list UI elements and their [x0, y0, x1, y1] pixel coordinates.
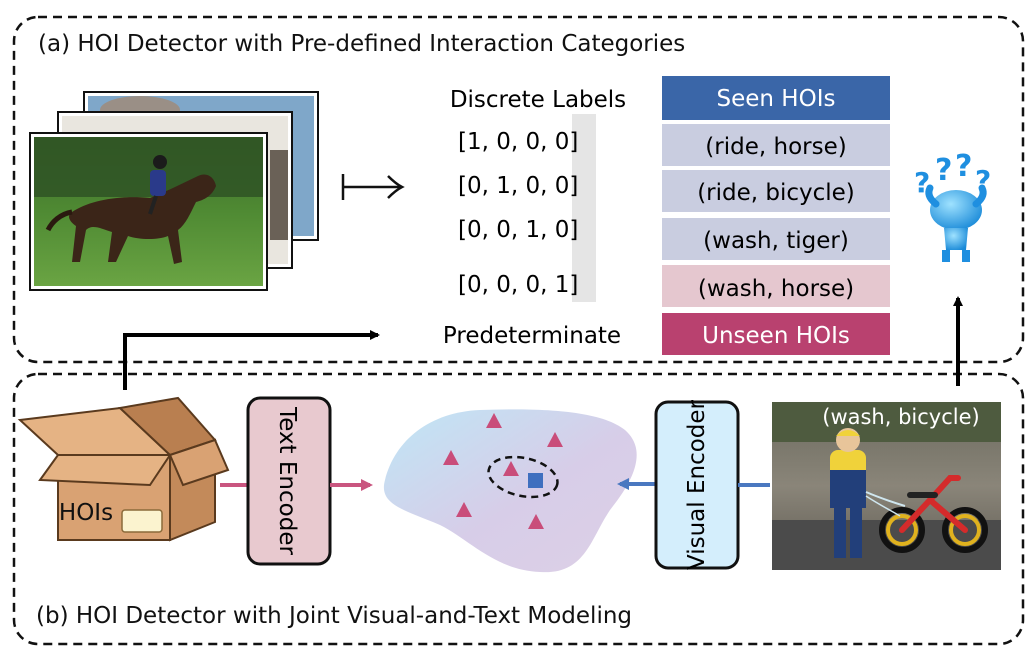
- text-embedding-triangle: [443, 450, 459, 465]
- panel-b-frame: [12, 372, 1025, 646]
- box-icon: [17, 396, 230, 542]
- label-vector-2: [0, 1, 0, 0]: [458, 173, 578, 199]
- svg-text:?: ?: [935, 153, 952, 188]
- text-embeddings: [443, 413, 563, 529]
- hoi-pair-1: [662, 124, 890, 166]
- visual-embedding-square: [528, 473, 543, 488]
- maps-to-arrow-icon: [341, 174, 405, 200]
- photo-caption: (wash, bicycle): [822, 405, 979, 429]
- text-embedding-triangle: [486, 413, 502, 428]
- text-embedding-triangle: [503, 461, 519, 476]
- hois-to-predeterminate-arrow: [123, 330, 380, 390]
- text-embedding-triangle: [547, 432, 563, 447]
- svg-text:?: ?: [955, 149, 972, 184]
- hoi-pair-3: [662, 218, 890, 260]
- label-vector-1: [1, 0, 0, 0]: [458, 129, 578, 155]
- text-encoder-block: [246, 396, 332, 566]
- text-embedding-triangle: [456, 502, 472, 517]
- hoi-pair-2: [662, 170, 890, 212]
- unseen-hois-header: [662, 313, 890, 355]
- panel-a-title: (a) HOI Detector with Pre-defined Intera…: [38, 31, 685, 57]
- label-column-highlight: [572, 114, 596, 302]
- question-figure-icon: ? ? ? ?: [914, 149, 991, 262]
- hoi-pair-3-label: (wash, tiger): [703, 228, 849, 254]
- box-label: HOIs: [59, 500, 113, 526]
- wash-bicycle-photo: [772, 402, 1001, 570]
- label-vector-3: [0, 0, 1, 0]: [458, 217, 578, 243]
- image-stack: [29, 91, 319, 291]
- match-region: [487, 455, 559, 499]
- predeterminate-label: Predeterminate: [443, 323, 621, 349]
- panel-a-frame: [12, 15, 1025, 364]
- label-vector-4: [0, 0, 0, 1]: [458, 272, 578, 298]
- seen-hois-header-label: Seen HOIs: [717, 86, 836, 112]
- text-encoder-label: Text Encoder: [274, 406, 300, 555]
- discrete-labels-heading: Discrete Labels: [450, 87, 626, 113]
- hoi-pair-1-label: (ride, horse): [705, 134, 846, 160]
- text-embedding-triangle: [528, 514, 544, 529]
- hoi-pair-2-label: (ride, bicycle): [697, 180, 855, 206]
- seen-hois-header: [662, 76, 890, 120]
- hoi-pair-4-label: (wash, horse): [698, 276, 854, 302]
- embedding-space: [383, 409, 637, 573]
- unseen-hois-header-label: Unseen HOIs: [702, 323, 850, 349]
- panel-b-title: (b) HOI Detector with Joint Visual-and-T…: [36, 603, 632, 629]
- hoi-pair-4: [662, 265, 890, 307]
- visual-encoder-label: Visual Encoder: [684, 399, 710, 570]
